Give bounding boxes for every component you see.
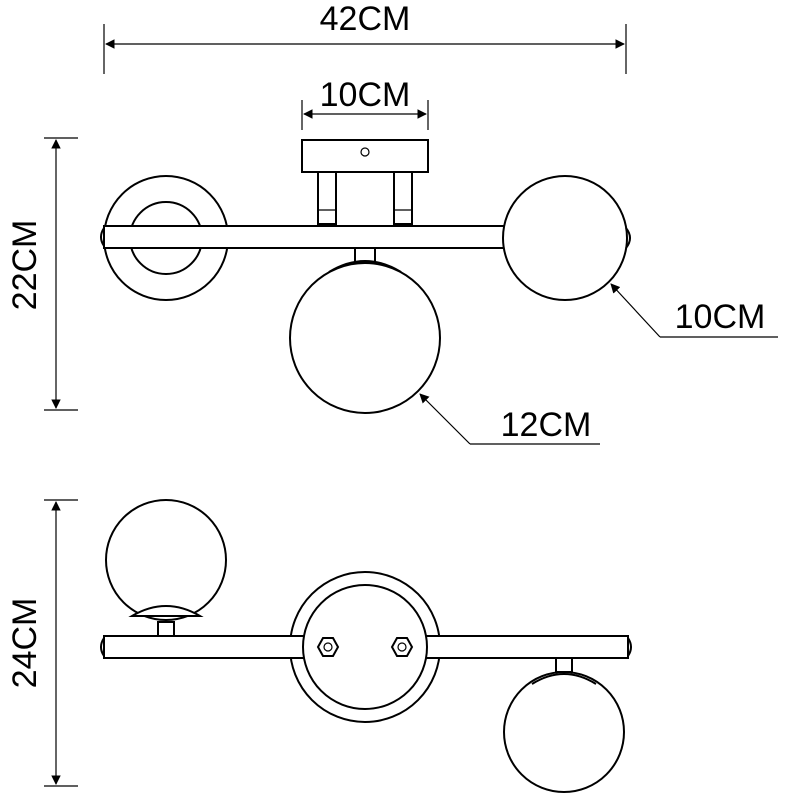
right-small-shade [502,175,628,301]
large-shade [289,262,441,414]
backplate-inner-ring [302,584,428,710]
lower-right-shade-cap [531,673,597,685]
stem-right [393,171,413,225]
stem-left [317,171,337,225]
top-view: 42CM 10CM 22CM [6,0,778,445]
top-height-label: 22CM [6,220,44,311]
right-hex-nut-icon [390,637,414,657]
canopy-width-label: 10CM [320,76,411,114]
lower-right-socket [555,657,573,673]
upper-left-shade [105,499,227,621]
front-height-dimension: 24CM [6,499,78,787]
large-shade-leader: 12CM [419,393,600,445]
canopy-plate [301,139,429,173]
upper-left-shade-cap [128,605,204,617]
canopy-screw-icon [360,147,370,157]
front-height-label: 24CM [6,598,44,689]
lower-right-shade [503,671,625,793]
large-shade-cap [328,260,402,273]
front-view: 24CM [6,499,632,793]
center-socket [354,247,376,263]
small-shade-diameter-label: 10CM [675,298,766,336]
small-shade-leader: 10CM [610,283,778,338]
top-height-dimension: 22CM [6,137,78,411]
overall-width-dimension: 42CM [103,0,627,74]
canopy-width-dimension: 10CM [301,76,429,130]
left-hex-nut-icon [316,637,340,657]
upper-left-socket [157,621,175,637]
horizontal-arm [103,225,505,249]
overall-width-label: 42CM [320,0,411,38]
large-shade-diameter-label: 12CM [501,406,592,444]
